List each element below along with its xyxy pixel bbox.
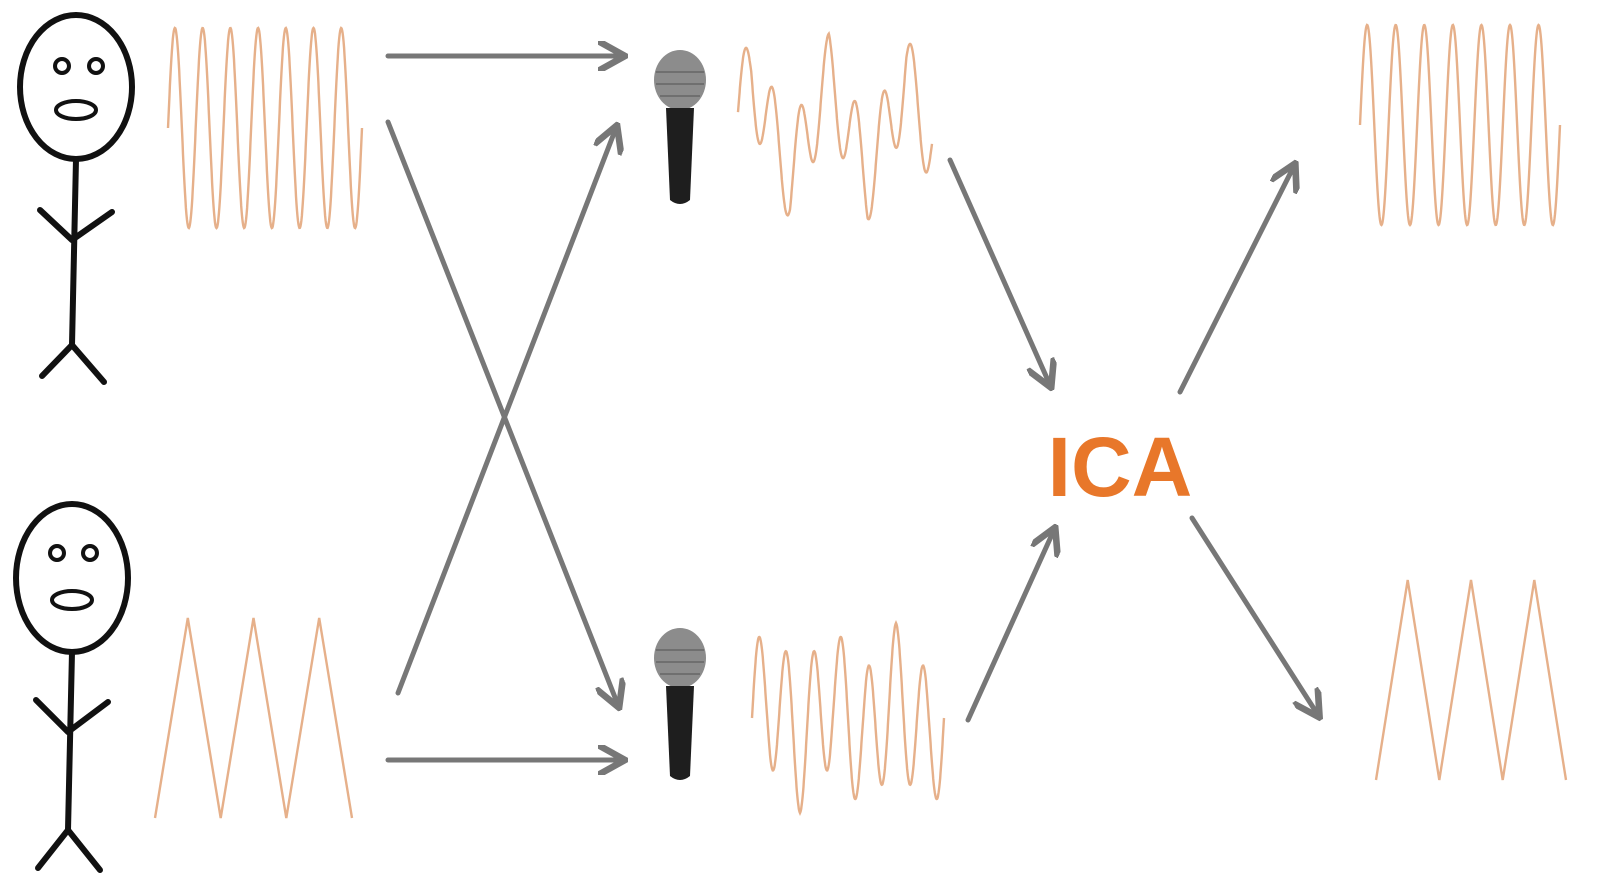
mixed-wave-mic-1 [736, 31, 934, 221]
arrow-icon [965, 530, 1054, 723]
arrow-icon [1177, 166, 1294, 395]
sine-wave-output-1 [1358, 23, 1562, 227]
stick-figure-icon [17, 12, 135, 385]
mixed-wave-mic-2 [750, 620, 946, 816]
sine-wave-source-1 [166, 26, 364, 230]
arrow-icon [947, 157, 1050, 385]
triangle-wave-output-2 [1374, 579, 1568, 781]
stick-figure-icon [13, 501, 131, 873]
microphone-icon [654, 50, 706, 204]
arrow-icon [385, 119, 618, 705]
triangle-wave-source-2 [153, 617, 354, 819]
microphone-icon [654, 628, 706, 780]
arrow-icon [1189, 515, 1318, 715]
arrow-icon [395, 128, 616, 696]
ica-label: ICA [1048, 420, 1193, 514]
